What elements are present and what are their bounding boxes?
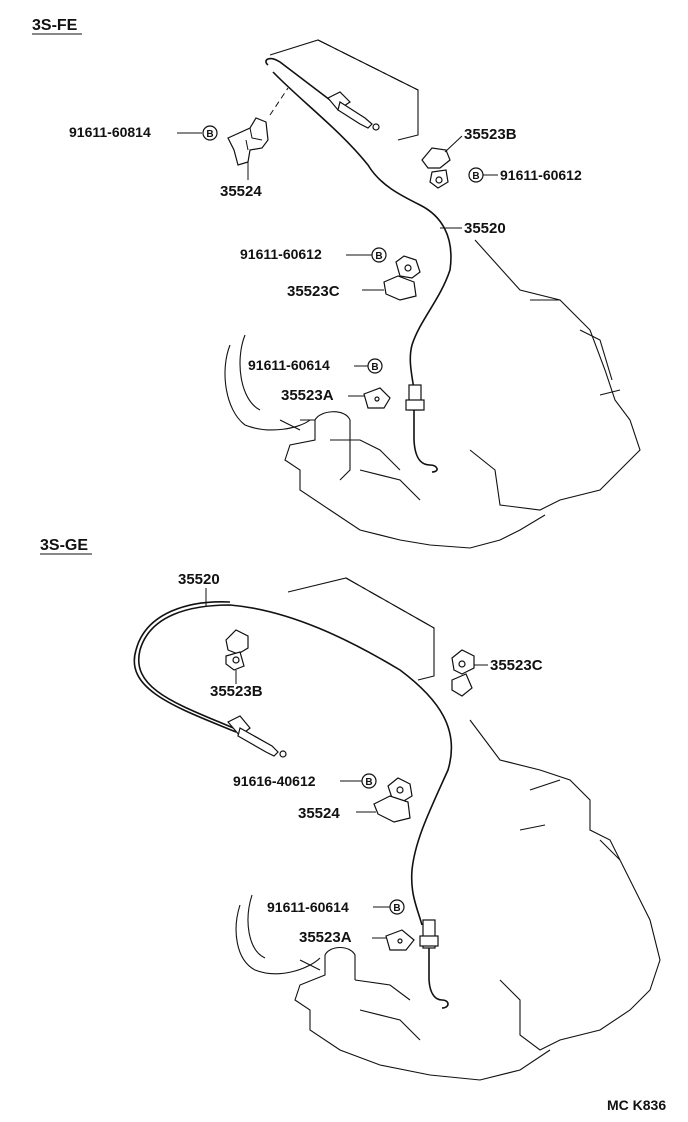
bolt-b-icon: B — [202, 125, 218, 141]
label-35523a-ge: 35523A — [299, 929, 352, 946]
engine-outline-3s-ge — [235, 577, 661, 1081]
clamp-35523a-3s-ge — [385, 929, 415, 951]
cable-35520-3s-ge — [133, 588, 453, 1009]
label-35523c: 35523C — [287, 283, 340, 300]
label-35524: 35524 — [220, 183, 262, 200]
svg-text:B: B — [375, 251, 382, 262]
clamp-35523b-3s-fe — [421, 135, 463, 189]
engine-outline-3s-fe — [224, 39, 641, 549]
svg-text:B: B — [371, 362, 378, 373]
bracket-35524-3s-fe — [227, 117, 269, 180]
cable-35520-3s-fe — [265, 57, 452, 473]
label-91611-60612-left: 91611-60612 — [240, 246, 322, 262]
svg-text:B: B — [206, 129, 213, 140]
clamp-35523c-3s-fe — [362, 255, 421, 301]
clamp-35523b-3s-ge — [225, 629, 249, 684]
section-title-3s-ge: 3S-GE — [40, 537, 88, 554]
section-title-3s-fe: 3S-FE — [32, 17, 78, 34]
label-91611-60612-right: 91611-60612 — [500, 167, 582, 183]
bolt-b-icon: B — [371, 247, 387, 263]
diagram-code: MC K836 — [607, 1097, 666, 1113]
label-91611-60614: 91611-60614 — [248, 357, 330, 373]
label-91611-60814: 91611-60814 — [69, 124, 151, 140]
section-3s-ge: 3S-GE — [40, 537, 661, 1081]
clamp-35523a-3s-fe — [363, 387, 391, 409]
label-35523b: 35523B — [464, 126, 517, 143]
label-91616-40612: 91616-40612 — [233, 773, 316, 789]
label-35524-ge: 35524 — [298, 805, 340, 822]
label-91611-60614-ge: 91611-60614 — [267, 899, 349, 915]
bolt-b-icon: B — [367, 358, 383, 374]
label-35520-ge: 35520 — [178, 571, 220, 588]
svg-text:B: B — [393, 903, 400, 914]
label-35523b-ge: 35523B — [210, 683, 263, 700]
label-35523c-ge: 35523C — [490, 657, 543, 674]
bracket-35524-3s-ge — [356, 777, 413, 823]
label-35523a: 35523A — [281, 387, 334, 404]
svg-text:B: B — [365, 777, 372, 788]
bolt-b-icon: B — [361, 773, 377, 789]
bolt-b-icon: B — [389, 899, 405, 915]
svg-text:B: B — [472, 171, 479, 182]
section-3s-fe: 3S-FE — [32, 17, 641, 549]
clamp-35523c-3s-ge — [451, 649, 488, 697]
label-35520: 35520 — [464, 220, 506, 237]
bolt-b-icon: B — [468, 167, 484, 183]
